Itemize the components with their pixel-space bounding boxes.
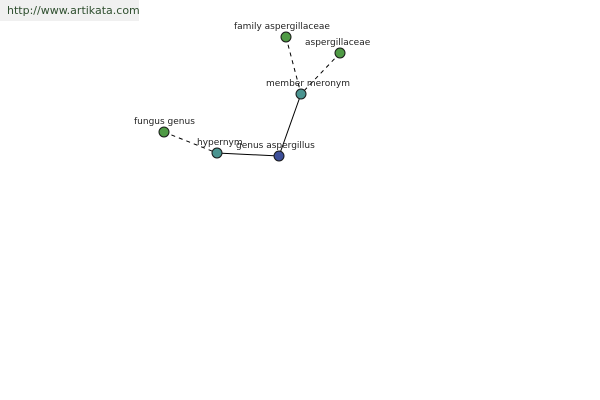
node-label-aspergillaceae: aspergillaceae: [305, 38, 371, 48]
edge-hypernym-genus: [216, 152, 280, 157]
edge-aspergillaceae-member: [300, 52, 341, 95]
node-hypernym[interactable]: [211, 147, 223, 159]
node-aspergillaceae[interactable]: [334, 47, 346, 59]
node-family[interactable]: [280, 31, 292, 43]
edge-fungus-hypernym: [163, 131, 218, 154]
edge-family-member: [285, 36, 302, 95]
node-label-fungus: fungus genus: [134, 117, 195, 127]
node-label-hypernym: hypernym: [197, 138, 243, 148]
node-member[interactable]: [295, 88, 307, 100]
edge-member-genus: [278, 93, 302, 157]
node-label-family: family aspergillaceae: [234, 22, 330, 32]
node-fungus[interactable]: [158, 126, 170, 138]
node-label-member: member meronym: [266, 79, 350, 89]
watermark-bar: http://www.artikata.com: [0, 0, 140, 21]
node-label-genus: genus aspergillus: [236, 141, 315, 151]
node-genus[interactable]: [273, 150, 285, 162]
watermark-link[interactable]: http://www.artikata.com: [7, 4, 140, 17]
